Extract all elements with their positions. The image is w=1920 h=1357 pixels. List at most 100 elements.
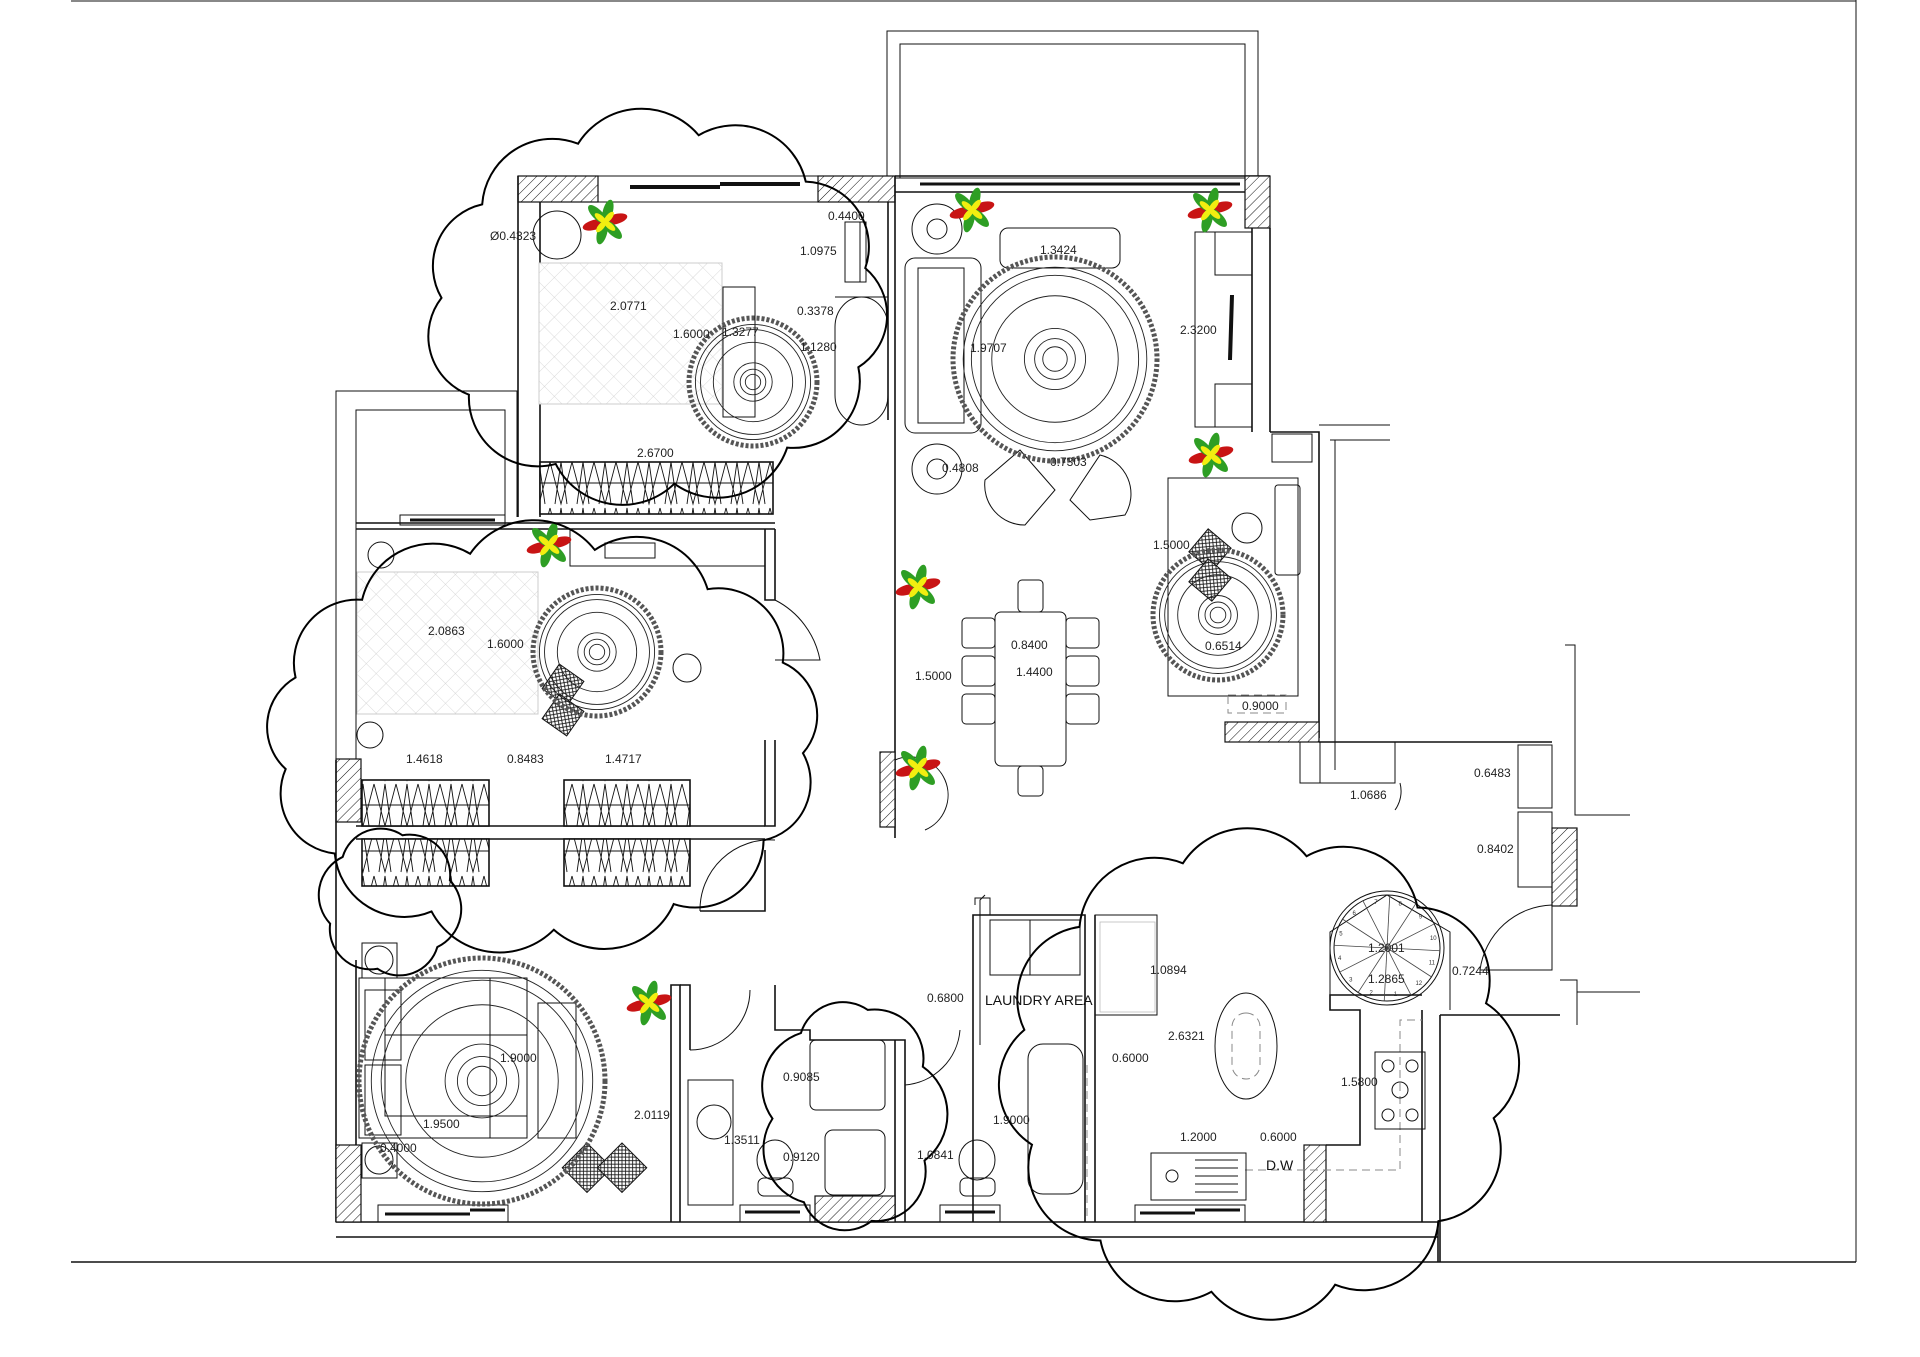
wardrobe bbox=[563, 779, 691, 827]
dimension-label: 0.4000 bbox=[380, 1141, 417, 1155]
dimension-label: 0.6000 bbox=[1260, 1130, 1297, 1144]
dimension-label: 2.0771 bbox=[610, 299, 647, 313]
dimension-label: 1.0686 bbox=[1350, 788, 1387, 802]
wardrobe bbox=[361, 838, 490, 887]
wardrobe bbox=[361, 779, 490, 827]
shower bbox=[809, 1039, 886, 1111]
balcony bbox=[886, 30, 1259, 179]
stove bbox=[1374, 1051, 1426, 1130]
dimension-label: 0.6800 bbox=[927, 991, 964, 1005]
sink bbox=[696, 1104, 732, 1140]
dimension-label: 1.4618 bbox=[406, 752, 443, 766]
bathtub bbox=[1027, 1043, 1084, 1195]
dimension-label: 1.5000 bbox=[1153, 538, 1190, 552]
stair-tread bbox=[1386, 895, 1391, 949]
stair-tread bbox=[1357, 947, 1388, 993]
dimension-label: 0.4808 bbox=[942, 461, 979, 475]
bed-bedroom-2 bbox=[356, 571, 539, 715]
round-rug bbox=[686, 315, 820, 449]
stair-tread bbox=[1386, 903, 1417, 949]
dimension-label: 1.6000 bbox=[673, 327, 710, 341]
dimension-label: 1.5000 bbox=[915, 669, 952, 683]
coffee-table bbox=[999, 227, 1121, 269]
revision-cloud bbox=[266, 519, 819, 954]
potted-plant-icon bbox=[582, 199, 628, 245]
stair-tread bbox=[1386, 947, 1412, 996]
round-rug bbox=[1150, 547, 1286, 683]
stair-step-number: 10 bbox=[1430, 936, 1437, 942]
plants bbox=[526, 187, 1234, 1026]
dimension-label: 0.8483 bbox=[507, 752, 544, 766]
tv bbox=[1228, 294, 1234, 361]
toilet bbox=[756, 1139, 794, 1181]
stair-step-number: 6 bbox=[1353, 911, 1357, 917]
revision-cloud bbox=[997, 827, 1521, 1321]
fridge bbox=[1099, 921, 1156, 1013]
wardrobe bbox=[539, 461, 774, 515]
dimension-label: 0.6000 bbox=[1112, 1051, 1149, 1065]
potted-plant-icon bbox=[626, 980, 672, 1026]
dimension-label: 1.9500 bbox=[423, 1117, 460, 1131]
dimension-label: 2.0119 bbox=[634, 1108, 670, 1122]
dimension-label: 0.3378 bbox=[797, 304, 834, 318]
dimension-label: 0.9120 bbox=[783, 1150, 820, 1164]
dimension-label: 2.3200 bbox=[1180, 323, 1217, 337]
potted-plant-icon bbox=[895, 564, 941, 610]
dimension-labels: Ø0.4323 0.4400 1.0975 2.0771 1.6000 1.32… bbox=[380, 209, 1514, 1173]
dimension-label: 1.1280 bbox=[800, 340, 837, 354]
dimension-label: 1.2865 bbox=[1368, 972, 1405, 986]
round-table bbox=[532, 210, 582, 260]
stair-step-number: 4 bbox=[1338, 956, 1342, 962]
stair-step-number: 12 bbox=[1415, 981, 1422, 987]
revision-cloud bbox=[427, 107, 889, 506]
kitchen-island bbox=[1214, 992, 1278, 1100]
toilet bbox=[958, 1139, 996, 1181]
potted-plant-icon bbox=[949, 187, 995, 233]
desk bbox=[722, 286, 756, 418]
keyboard bbox=[604, 542, 656, 559]
stair-tread bbox=[1362, 900, 1388, 949]
dimension-label: 0.6483 bbox=[1474, 766, 1511, 780]
round-rug bbox=[950, 254, 1160, 464]
round-rugs bbox=[356, 254, 1286, 1207]
dining-table bbox=[994, 611, 1067, 767]
round-rug bbox=[530, 585, 664, 719]
revision-cloud bbox=[317, 827, 463, 977]
sofa bbox=[904, 257, 982, 434]
dimension-label: 1.2000 bbox=[1180, 1130, 1217, 1144]
dimension-label: 0.6514 bbox=[1205, 639, 1242, 653]
stair-tread bbox=[1386, 923, 1435, 949]
dimension-label: 0.8400 bbox=[1011, 638, 1048, 652]
wardrobe bbox=[563, 838, 691, 887]
dimension-label: 1.3277 bbox=[722, 325, 759, 339]
sheet-frame bbox=[71, 0, 1857, 1263]
dimension-label: 1.0894 bbox=[1150, 963, 1187, 977]
round-rug bbox=[356, 955, 608, 1207]
desk bbox=[569, 528, 766, 567]
dimension-label: 1.0841 bbox=[917, 1148, 954, 1162]
dimension-label: 0.7303 bbox=[1050, 455, 1087, 469]
stair-tread bbox=[1342, 918, 1388, 949]
plant-pot bbox=[361, 942, 398, 979]
dimension-label: 0.8402 bbox=[1477, 842, 1514, 856]
laundry-area-label: LAUNDRY AREA bbox=[985, 992, 1093, 1008]
dimension-label: 0.9085 bbox=[783, 1070, 820, 1084]
potted-plant-icon bbox=[1187, 187, 1233, 233]
stair-tread bbox=[1383, 947, 1388, 1001]
stair-step-number: 7 bbox=[1374, 900, 1378, 906]
stair-tread bbox=[1334, 944, 1388, 949]
dimension-label: 1.9707 bbox=[970, 341, 1007, 355]
stair-step-number: 2 bbox=[1369, 991, 1373, 997]
door-swings bbox=[689, 599, 1553, 1086]
stair-tread bbox=[1386, 947, 1432, 978]
stair-step-number: 11 bbox=[1429, 961, 1436, 967]
revision-cloud bbox=[761, 1001, 949, 1232]
dimension-label: 1.2001 bbox=[1368, 941, 1405, 955]
dimension-label: 1.4717 bbox=[605, 752, 642, 766]
stair-step-number: 3 bbox=[1349, 977, 1353, 983]
stair-step-number: 9 bbox=[1419, 915, 1423, 921]
dimension-label: 1.3511 bbox=[724, 1133, 760, 1147]
dimension-label: Ø0.4323 bbox=[490, 229, 536, 243]
potted-plant-icon bbox=[1188, 432, 1234, 478]
